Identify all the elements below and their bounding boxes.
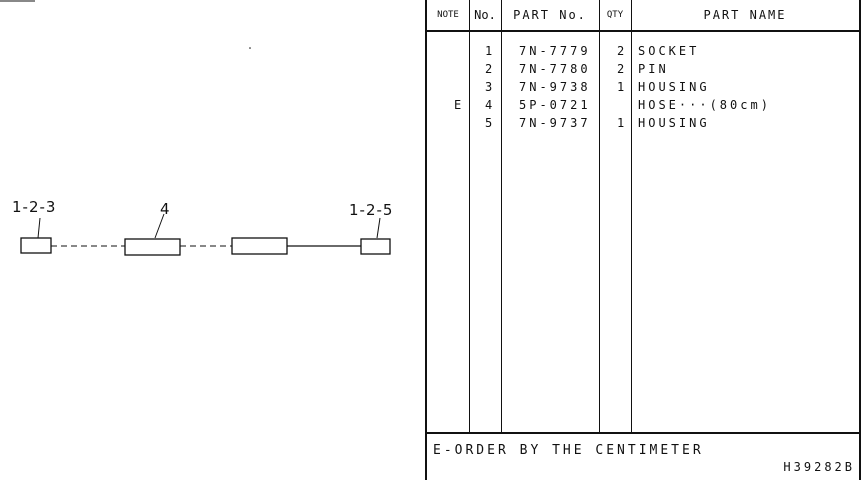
callout-4: 4 [160,200,171,218]
speck-mark [249,47,251,49]
header-note: NOTE [427,0,469,32]
row-4-part-name: HOSE···(80cm) [638,98,771,112]
drawing-id: H39282B [783,460,855,474]
callout-1-2-3: 1-2-3 [12,198,57,216]
row-1-part-name: SOCKET [638,44,700,58]
column-divider [631,0,632,432]
row-2-part-no: 7N-7780 [519,62,591,76]
row-4-no: 4 [485,98,496,112]
row-5-no: 5 [485,116,496,130]
hose-segment-2-shape [231,237,288,255]
row-3-part-name: HOUSING [638,80,710,94]
row-2-part-name: PIN [638,62,669,76]
header-part-no: PART No. [501,0,599,32]
row-1-part-no: 7N-7779 [519,44,591,58]
row-5-qty: 1 [617,116,628,130]
row-3-part-no: 7N-9738 [519,80,591,94]
row-2-no: 2 [485,62,496,76]
callout-1-2-5: 1-2-5 [349,201,394,219]
column-divider [599,0,600,432]
header-part-name: PART NAME [631,0,859,32]
row-1-no: 1 [485,44,496,58]
header-no: No. [469,0,501,32]
row-5-part-no: 7N-9737 [519,116,591,130]
parts-diagram: 1-2-3 4 1-2-5 [0,0,420,480]
footer-divider [427,432,859,434]
leader-line-center [154,213,165,239]
hose-segment-shape [124,238,181,256]
footnote: E-ORDER BY THE CENTIMETER [433,443,704,458]
column-divider [501,0,502,432]
row-4-note: E [454,98,465,112]
housing-left-shape [20,237,52,254]
row-3-no: 3 [485,80,496,94]
row-1-qty: 2 [617,44,628,58]
leader-line-right [376,217,381,239]
hose-assembly-drawing [0,0,391,256]
row-3-qty: 1 [617,80,628,94]
row-4-part-no: 5P-0721 [519,98,591,112]
row-2-qty: 2 [617,62,628,76]
row-5-part-name: HOUSING [638,116,710,130]
header-qty: QTY [599,0,631,32]
housing-right-shape [360,238,391,255]
parts-list-table: NOTE No. PART No. QTY PART NAME 1 7N-777… [425,0,861,480]
column-divider [469,0,470,432]
leader-line-left [37,217,41,239]
